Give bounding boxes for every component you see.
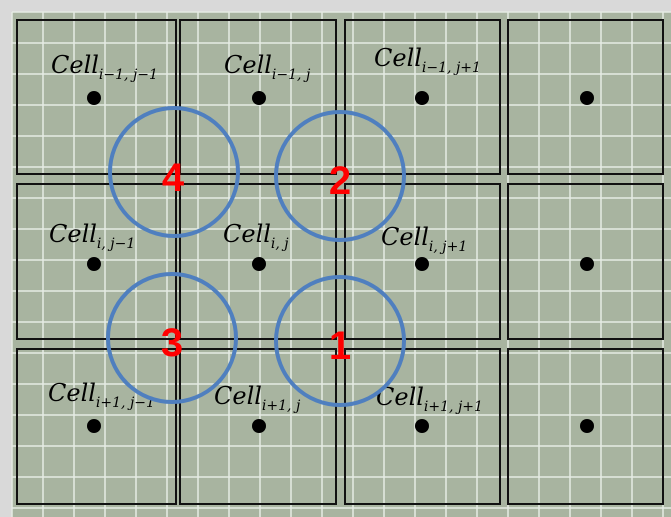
- cell-box-r0-c1: [179, 19, 337, 175]
- cell-box-r2-c3: [507, 348, 664, 505]
- cell-center-dot-r2-c3: [580, 419, 594, 433]
- cell-label-r2-c0: Celli+1, j−1: [48, 379, 155, 411]
- cell-center-dot-r0-c3: [580, 91, 594, 105]
- circle-2: [274, 110, 406, 242]
- grid-background: [12, 12, 671, 517]
- cell-center-dot-r1-c2: [415, 257, 429, 271]
- cell-box-r0-c2: [344, 19, 501, 175]
- cell-box-r0-c0: [16, 19, 177, 175]
- cell-label-r1-c2: Celli, j+1: [381, 223, 467, 255]
- cell-center-dot-r2-c1: [252, 419, 266, 433]
- cell-center-dot-r1-c0: [87, 257, 101, 271]
- cell-center-dot-r0-c2: [415, 91, 429, 105]
- circle-1: [274, 275, 406, 407]
- cell-label-r2-c1: Celli+1, j: [214, 382, 301, 414]
- cell-label-r1-c1: Celli, j: [223, 220, 289, 252]
- cell-box-r2-c1: [179, 348, 337, 505]
- cell-boxes: [16, 19, 664, 505]
- cell-box-r0-c3: [507, 19, 664, 175]
- cell-box-r2-c0: [16, 348, 177, 505]
- fine-grid-lines: [11, 11, 671, 517]
- circle-number-1: 1: [329, 324, 351, 368]
- circle-number-3: 3: [161, 321, 183, 365]
- cell-box-r1-c3: [507, 183, 664, 340]
- cell-center-dot-r1-c3: [580, 257, 594, 271]
- cell-center-dot-r0-c0: [87, 91, 101, 105]
- cell-label-r0-c1: Celli−1, j: [224, 51, 311, 83]
- cell-label-r0-c0: Celli−1, j−1: [51, 51, 158, 83]
- cell-center-dot-r2-c2: [415, 419, 429, 433]
- cell-label-r1-c0: Celli, j−1: [49, 220, 135, 252]
- circle-number-4: 4: [162, 156, 185, 200]
- cell-box-r1-c0: [16, 183, 177, 340]
- neighbor-circles: [106, 106, 406, 407]
- cell-labels: Celli−1, j−1 Celli−1, j Celli−1, j+1 Cel…: [48, 44, 483, 415]
- cell-label-r0-c2: Celli−1, j+1: [374, 44, 481, 76]
- cell-center-dot-r1-c1: [252, 257, 266, 271]
- circle-numbers: 4 2 3 1: [161, 156, 351, 368]
- circle-4: [108, 106, 240, 238]
- cell-center-dots: [87, 91, 594, 433]
- circle-number-2: 2: [329, 159, 351, 203]
- cell-center-dot-r0-c1: [252, 91, 266, 105]
- cell-box-r2-c2: [344, 348, 501, 505]
- circle-3: [106, 272, 238, 404]
- cell-box-r1-c2: [344, 183, 501, 340]
- cell-box-r1-c1: [179, 183, 337, 340]
- cell-center-dot-r2-c0: [87, 419, 101, 433]
